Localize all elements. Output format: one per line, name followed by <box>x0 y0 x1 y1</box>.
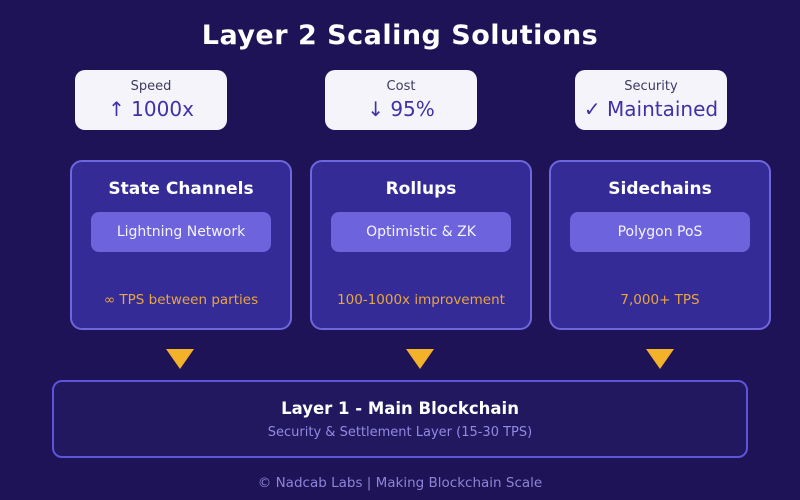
stat-card-cost: Cost ↓ 95% <box>325 70 477 130</box>
solution-example-pill: Optimistic & ZK <box>331 212 511 252</box>
layer1-title: Layer 1 - Main Blockchain <box>281 398 519 418</box>
solution-metric: ∞ TPS between parties <box>103 292 259 308</box>
solution-card-rollups: Rollups Optimistic & ZK 100-1000x improv… <box>310 160 532 330</box>
page-title: Layer 2 Scaling Solutions <box>201 20 599 51</box>
stat-label: Security <box>624 79 678 94</box>
stat-value: ↑ 1000x <box>108 97 194 121</box>
stat-label: Speed <box>130 79 172 94</box>
layer1-box: Layer 1 - Main Blockchain Security & Set… <box>52 380 748 458</box>
down-arrow-icon <box>646 349 674 369</box>
stat-value: ✓ Maintained <box>583 97 719 121</box>
solution-title: Sidechains <box>608 179 712 199</box>
solution-card-sidechains: Sidechains Polygon PoS 7,000+ TPS <box>549 160 771 330</box>
layer1-subtitle: Security & Settlement Layer (15-30 TPS) <box>267 424 533 440</box>
down-arrow-icon <box>406 349 434 369</box>
stat-card-security: Security ✓ Maintained <box>575 70 727 130</box>
stat-value: ↓ 95% <box>367 97 435 121</box>
solution-title: State Channels <box>108 179 254 199</box>
down-arrow-icon <box>166 349 194 369</box>
solution-card-state-channels: State Channels Lightning Network ∞ TPS b… <box>70 160 292 330</box>
stat-card-speed: Speed ↑ 1000x <box>75 70 227 130</box>
solution-metric: 100-1000x improvement <box>337 292 505 308</box>
footer-credit: © Nadcab Labs | Making Blockchain Scale <box>257 475 543 491</box>
solution-example-pill: Lightning Network <box>91 212 271 252</box>
solution-example-pill: Polygon PoS <box>570 212 750 252</box>
solution-title: Rollups <box>385 179 457 199</box>
stat-label: Cost <box>386 79 416 94</box>
solution-metric: 7,000+ TPS <box>620 292 700 308</box>
